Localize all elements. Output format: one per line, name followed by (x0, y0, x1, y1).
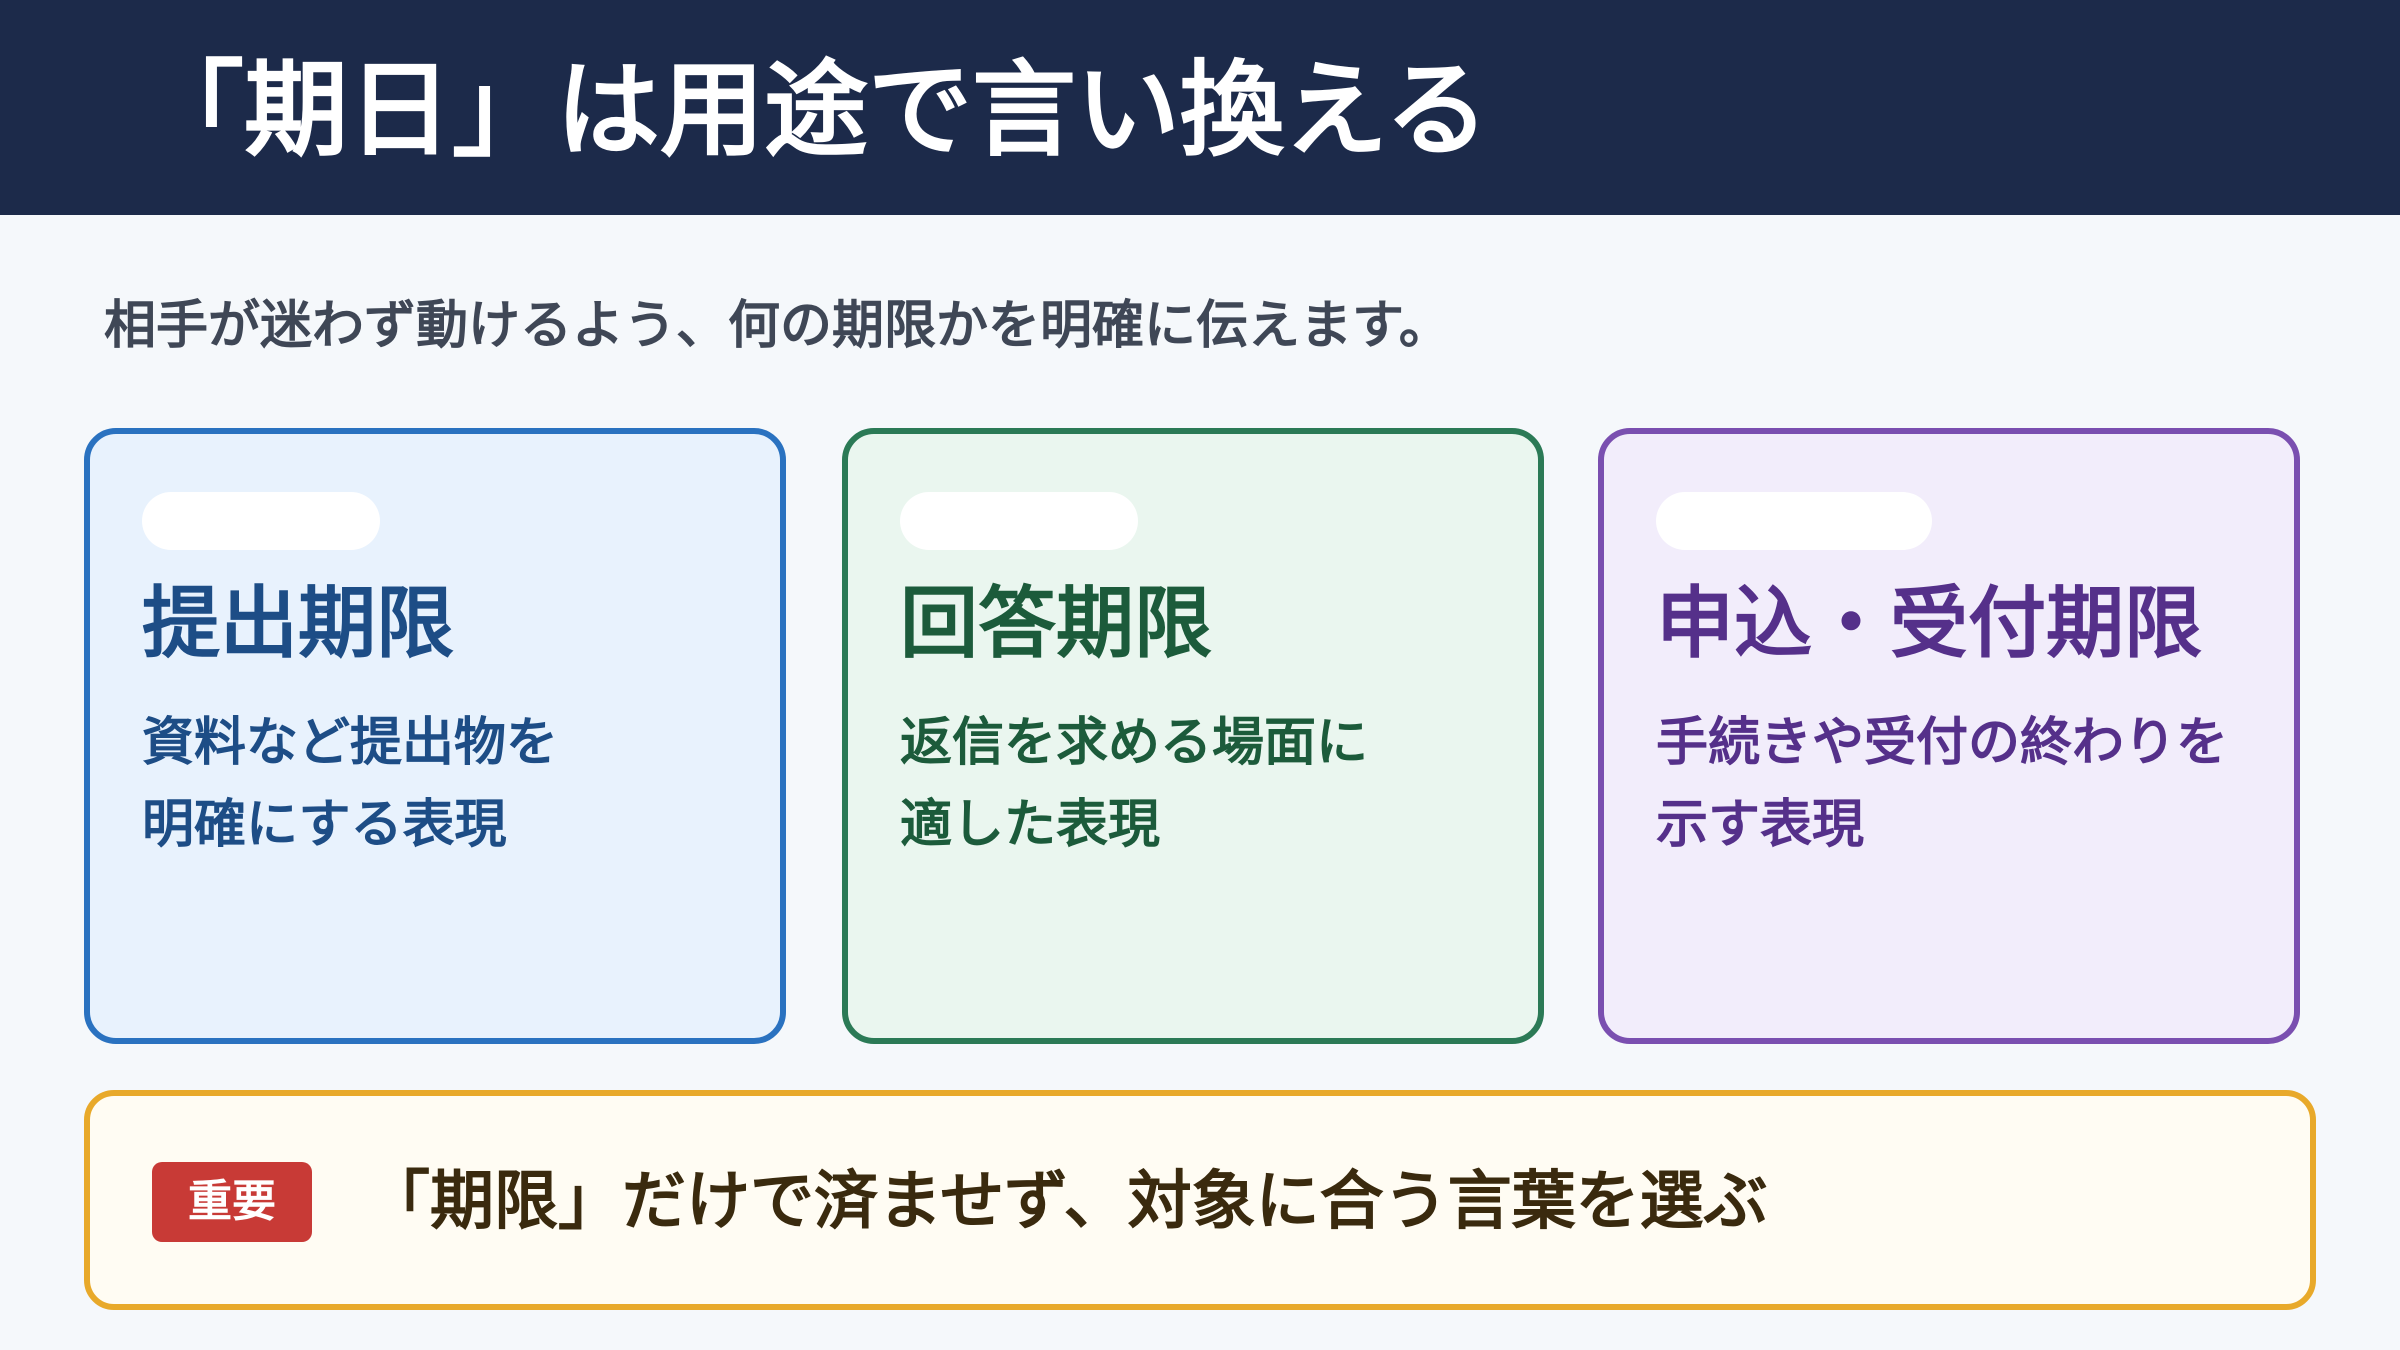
card-title: 提出期限 (142, 579, 455, 669)
card-description-line: 示す表現 (1656, 795, 1865, 855)
card-submission-deadline: 提出期限 資料など提出物を 明確にする表現 (84, 428, 786, 1044)
card-application-deadline: 申込・受付期限 手続きや受付の終わりを 示す表現 (1598, 428, 2300, 1044)
card-description-line: 手続きや受付の終わりを (1656, 713, 2229, 773)
important-badge: 重要 (152, 1162, 312, 1242)
card-description: 返信を求める場面に 適した表現 (900, 702, 1520, 866)
important-note: 重要 「期限」だけで済ませず、対象に合う言葉を選ぶ (84, 1090, 2316, 1310)
header-bar: 「期日」は用途で言い換える (0, 0, 2400, 215)
card-description: 手続きや受付の終わりを 示す表現 (1656, 702, 2276, 866)
card-tag-pill (900, 492, 1138, 550)
card-description-line: 資料など提出物を (142, 713, 559, 773)
page-title: 「期日」は用途で言い換える (140, 49, 1489, 171)
card-reply-deadline: 回答期限 返信を求める場面に 適した表現 (842, 428, 1544, 1044)
card-title: 申込・受付期限 (1656, 579, 2203, 669)
card-description-line: 返信を求める場面に (900, 713, 1369, 773)
card-description-line: 明確にする表現 (142, 795, 507, 855)
card-tag-pill (1656, 492, 1932, 550)
card-tag-pill (142, 492, 380, 550)
important-note-text: 「期限」だけで済ませず、対象に合う言葉を選ぶ (366, 1165, 1768, 1239)
card-description-line: 適した表現 (900, 795, 1161, 855)
page-subtitle: 相手が迷わず動けるよう、何の期限かを明確に伝えます。 (104, 296, 1451, 356)
card-title: 回答期限 (900, 579, 1213, 669)
card-description: 資料など提出物を 明確にする表現 (142, 702, 762, 866)
